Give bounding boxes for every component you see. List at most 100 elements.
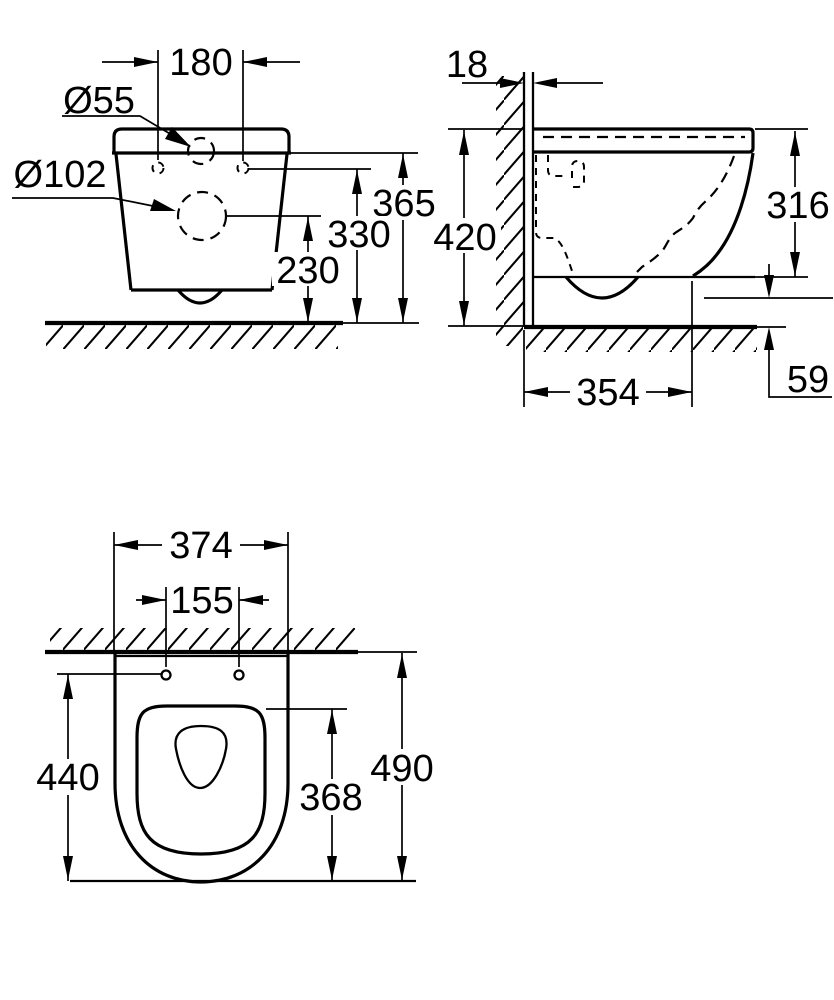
arrowhead [327, 710, 337, 734]
arrowhead [459, 131, 469, 155]
dim-18: 18 [446, 44, 603, 88]
arrowhead [398, 154, 408, 178]
toilet-front-curve [692, 152, 755, 278]
dim-label-316: 316 [766, 185, 829, 227]
mounting-hole-left [151, 161, 165, 175]
arrowhead [63, 856, 73, 880]
plan-view: 374 155 440 368 [31, 525, 441, 884]
dim-420: 420 [429, 128, 524, 326]
arrowhead [243, 57, 267, 67]
trap-bulge-curve [564, 275, 640, 300]
wall-hatching [496, 76, 523, 346]
arrowhead [459, 301, 469, 325]
dim-label-180: 180 [169, 42, 232, 84]
leader-dia55: Ø55 [62, 80, 191, 147]
leader-line [62, 115, 173, 136]
label-mask [367, 185, 441, 220]
leader-line [768, 349, 832, 398]
arrowhead [142, 595, 166, 605]
toilet-plan-drain-outline [174, 724, 228, 790]
arrowhead [790, 252, 800, 276]
label-mask [323, 216, 396, 250]
dim-365: 365 [367, 153, 441, 323]
dim-label-440: 440 [36, 757, 99, 799]
label-mask [570, 374, 646, 410]
label-mask [294, 779, 368, 815]
floor-hatching [526, 329, 757, 352]
arrowhead [790, 132, 800, 156]
arrowhead [303, 298, 313, 322]
dim-316: 316 [755, 128, 834, 278]
arrowhead [533, 78, 557, 88]
label-mask [760, 187, 834, 222]
dim-label-368: 368 [299, 777, 362, 819]
outlet-dashed-circle [176, 190, 228, 242]
arrowhead [398, 298, 408, 322]
arrowhead [668, 387, 692, 397]
dim-label-354: 354 [576, 372, 639, 414]
section-break-dashed-line [636, 155, 736, 273]
dim-label-dia55: Ø55 [63, 80, 135, 122]
dim-label-330: 330 [327, 214, 390, 256]
side-view: 18 420 [429, 44, 834, 414]
arrowhead [352, 170, 362, 194]
fixing-hole-left [160, 669, 172, 681]
dim-368: 368 [266, 708, 368, 881]
arrowhead [524, 387, 548, 397]
dim-374: 374 [113, 525, 289, 651]
dim-label-230: 230 [276, 250, 339, 292]
dim-label-155: 155 [170, 580, 233, 622]
floor-hatching [46, 325, 338, 349]
dim-59: 59 [704, 264, 833, 401]
arrowhead [264, 540, 288, 550]
hidden-flush-hook [569, 159, 585, 188]
arrowhead [327, 856, 337, 880]
arrowhead [764, 275, 774, 298]
wall-hatching [50, 628, 355, 650]
leader-dia102: Ø102 [12, 154, 176, 211]
dim-230: 230 [272, 216, 345, 323]
leader-arrowhead [165, 127, 191, 147]
extension-lines [113, 532, 289, 651]
hidden-bowl-outline [535, 155, 573, 272]
dim-label-18: 18 [446, 44, 488, 86]
arrowhead [397, 654, 407, 678]
dim-180: 180 [102, 42, 300, 161]
arrowhead [764, 327, 774, 350]
arrowhead [352, 298, 362, 322]
toilet-rear-body-outline [114, 153, 289, 292]
dim-label-dia102: Ø102 [14, 154, 107, 196]
toilet-rear-outlet-bump [176, 288, 224, 305]
dim-label-420: 420 [433, 217, 496, 259]
label-mask [162, 527, 240, 563]
dim-330: 330 [323, 169, 396, 323]
arrowhead [114, 540, 138, 550]
dim-440: 440 [31, 673, 161, 881]
rear-view: 180 Ø55 Ø102 365 [12, 42, 441, 349]
arrowhead [63, 675, 73, 699]
leader-arrowhead [150, 199, 176, 211]
hidden-flush-channel [547, 155, 566, 177]
label-mask [31, 759, 105, 795]
dim-354: 354 [523, 281, 693, 414]
arrowhead [303, 217, 313, 241]
toilet-plan-inner-rim [135, 704, 267, 856]
toilet-side-rim-outline [533, 127, 755, 154]
dim-490: 490 [365, 653, 441, 881]
arrowhead [397, 856, 407, 880]
top-hole-dashed-circle [186, 136, 216, 166]
wall-lines [522, 72, 535, 329]
arrowhead [134, 57, 158, 67]
dim-label-490: 490 [370, 748, 433, 790]
dim-155: 155 [136, 580, 269, 667]
fixing-hole-right [233, 669, 245, 681]
extension-lines [157, 50, 244, 161]
arrowhead [239, 595, 263, 605]
dim-label-374: 374 [169, 525, 232, 567]
toilet-rear-rim-outline [112, 127, 291, 153]
extension-lines [523, 281, 693, 407]
label-mask [365, 749, 441, 785]
leader-line [12, 197, 154, 207]
